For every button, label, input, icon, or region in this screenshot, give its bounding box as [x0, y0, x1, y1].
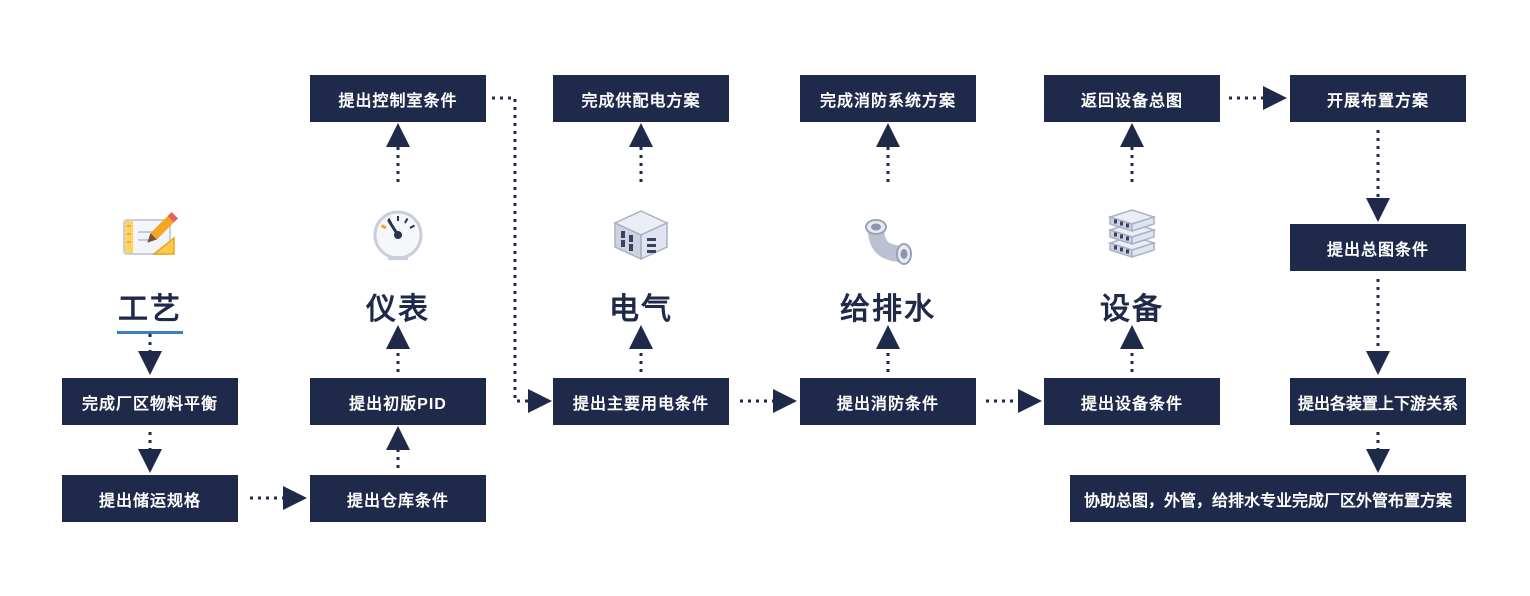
discipline-label-instrument-text: 仪表 — [366, 293, 430, 326]
discipline-label-instrument: 仪表 — [310, 284, 486, 328]
node-initial-pid: 提出初版PID — [310, 378, 486, 425]
discipline-label-drainage-text: 给排水 — [840, 293, 936, 326]
node-layout-plan: 开展布置方案 — [1290, 75, 1466, 122]
node-control-room-conditions: 提出控制室条件 — [310, 75, 486, 122]
equipment-stack-icon — [1096, 198, 1168, 270]
node-material-balance: 完成厂区物料平衡 — [62, 378, 238, 425]
node-fire-conditions: 提出消防条件 — [800, 378, 976, 425]
discipline-label-process: 工艺 — [62, 284, 238, 334]
blueprint-pencil-icon — [114, 198, 186, 270]
discipline-label-process-text: 工艺 — [118, 293, 182, 326]
stack-layer-top — [1107, 209, 1157, 233]
node-power-supply-plan: 完成供配电方案 — [553, 75, 729, 122]
pipe-elbow-icon — [852, 198, 924, 270]
discipline-label-electrical-text: 电气 — [609, 293, 673, 326]
node-equipment-conditions: 提出设备条件 — [1044, 378, 1220, 425]
arrow-control-room-to-power-conditions — [492, 96, 552, 413]
discipline-label-equipment: 设备 — [1044, 284, 1220, 328]
discipline-label-electrical: 电气 — [553, 284, 729, 328]
node-warehouse-conditions: 提出仓库条件 — [310, 475, 486, 522]
node-power-conditions: 提出主要用电条件 — [553, 378, 729, 425]
node-fire-system-plan: 完成消防系统方案 — [800, 75, 976, 122]
gauge-icon — [362, 198, 434, 270]
node-master-plan-conditions: 提出总图条件 — [1290, 224, 1466, 271]
node-assist-piping-plan: 协助总图，外管，给排水专业完成厂区外管布置方案 — [1070, 475, 1466, 522]
process-label-underline — [117, 331, 183, 334]
node-upstream-downstream: 提出各装置上下游关系 — [1290, 378, 1466, 425]
discipline-label-drainage: 给排水 — [800, 284, 976, 328]
power-socket-icon — [605, 198, 677, 270]
discipline-label-equipment-text: 设备 — [1100, 293, 1164, 326]
node-return-equipment-drawing: 返回设备总图 — [1044, 75, 1220, 122]
node-storage-spec: 提出储运规格 — [62, 475, 238, 522]
